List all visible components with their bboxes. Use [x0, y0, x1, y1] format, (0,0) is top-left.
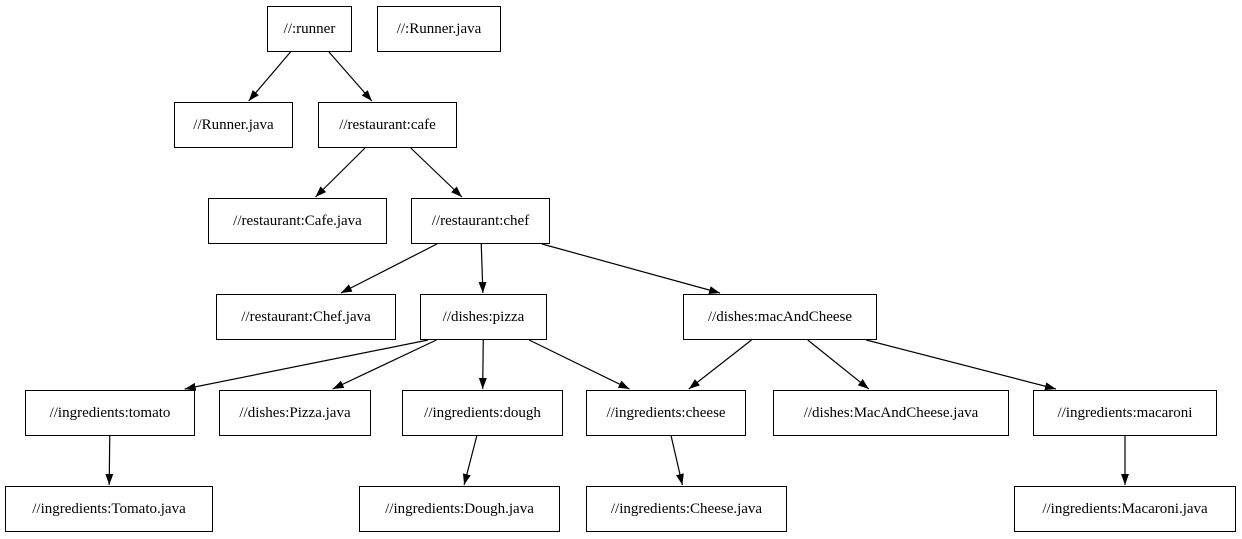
edge-pizza-to-dough	[478, 339, 487, 390]
edge-chef-to-pizza	[478, 243, 487, 294]
edge-runner-to-cafe	[328, 51, 373, 102]
node-chef: //restaurant:chef	[411, 198, 550, 244]
node-label: //dishes:pizza	[442, 308, 525, 325]
node-macaroni: //ingredients:macaroni	[1033, 390, 1217, 436]
node-label: //restaurant:chef	[431, 212, 530, 229]
node-pizza-java: //dishes:Pizza.java	[219, 390, 371, 436]
node-label: //ingredients:tomato	[49, 404, 171, 421]
node-mac-and-cheese: //dishes:macAndCheese	[683, 294, 877, 340]
edge-chef-to-mac-and-cheese	[541, 243, 721, 294]
edge-runner-to-runner-java	[248, 51, 291, 102]
node-label: //dishes:Pizza.java	[239, 404, 351, 421]
node-label: //ingredients:Dough.java	[385, 500, 534, 517]
edge-pizza-to-tomato	[184, 339, 429, 391]
node-label: //ingredients:macaroni	[1057, 404, 1193, 421]
node-label: //ingredients:Tomato.java	[32, 500, 186, 517]
node-label: //Runner.java	[193, 116, 274, 133]
edge-mac-and-cheese-to-macaroni	[866, 339, 1057, 391]
node-label: //restaurant:Cafe.java	[233, 212, 362, 229]
edge-chef-to-chef-java	[340, 243, 438, 294]
edge-pizza-to-cheese	[528, 339, 630, 390]
node-cafe: //restaurant:cafe	[318, 102, 457, 148]
node-label: //restaurant:cafe	[339, 116, 436, 133]
edge-mac-and-cheese-to-mac-and-cheese-java	[807, 339, 870, 390]
node-cafe-java: //restaurant:Cafe.java	[208, 198, 387, 244]
node-label: //dishes:MacAndCheese.java	[803, 404, 979, 421]
node-colon-runner-java: //:Runner.java	[377, 6, 501, 52]
node-label: //ingredients:dough	[424, 404, 541, 421]
node-label: //dishes:macAndCheese	[707, 308, 853, 325]
edge-pizza-to-pizza-java	[332, 339, 437, 390]
edge-cheese-to-cheese-java	[670, 435, 684, 486]
node-tomato: //ingredients:tomato	[25, 390, 195, 436]
node-dough: //ingredients:dough	[402, 390, 563, 436]
node-macaroni-java: //ingredients:Macaroni.java	[1014, 486, 1236, 532]
edge-dough-to-dough-java	[462, 435, 478, 486]
edge-cafe-to-chef	[410, 147, 463, 198]
edge-mac-and-cheese-to-cheese	[688, 339, 752, 390]
node-tomato-java: //ingredients:Tomato.java	[5, 486, 213, 532]
edge-cafe-to-cafe-java	[315, 147, 366, 198]
node-label: //ingredients:Cheese.java	[610, 500, 763, 517]
node-cheese: //ingredients:cheese	[586, 390, 746, 436]
node-dough-java: //ingredients:Dough.java	[359, 486, 560, 532]
node-runner: //:runner	[267, 6, 352, 52]
node-label: //ingredients:Macaroni.java	[1042, 500, 1208, 517]
node-pizza: //dishes:pizza	[420, 294, 547, 340]
node-label: //ingredients:cheese	[606, 404, 726, 421]
node-cheese-java: //ingredients:Cheese.java	[586, 486, 787, 532]
edge-tomato-to-tomato-java	[105, 435, 114, 486]
node-runner-java: //Runner.java	[174, 102, 293, 148]
node-label: //:Runner.java	[396, 20, 482, 37]
node-label: //restaurant:Chef.java	[241, 308, 371, 325]
node-mac-and-cheese-java: //dishes:MacAndCheese.java	[773, 390, 1009, 436]
node-label: //:runner	[283, 20, 336, 37]
node-chef-java: //restaurant:Chef.java	[216, 294, 396, 340]
